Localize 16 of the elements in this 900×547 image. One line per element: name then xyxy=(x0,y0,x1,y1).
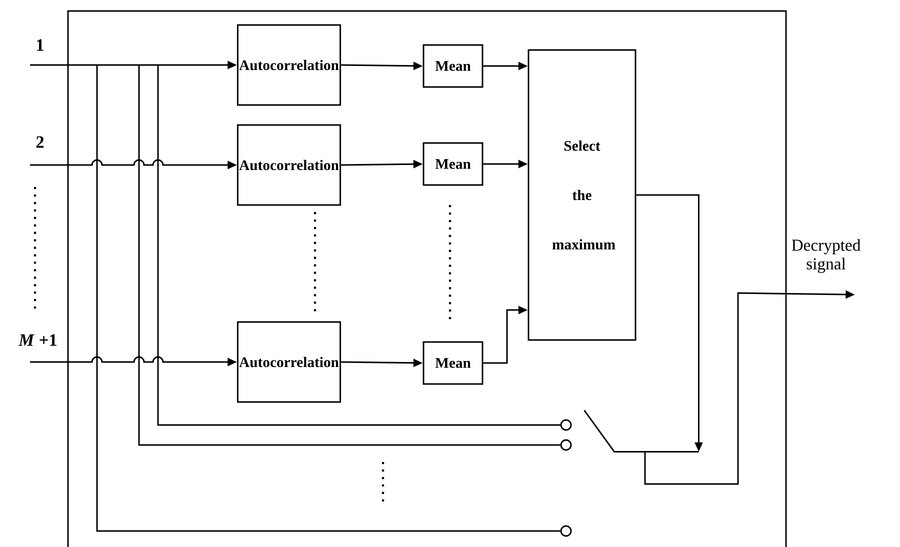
input-number: 2 xyxy=(36,136,44,148)
contact-circle xyxy=(560,525,572,537)
process-box: Autocorrelation xyxy=(236,24,342,106)
contact-circle xyxy=(560,439,572,451)
contact-circle xyxy=(560,419,572,431)
process-box: Mean xyxy=(422,142,484,186)
connector-line xyxy=(96,65,560,532)
selector-box: Select the maximum xyxy=(528,49,636,341)
switch-symbol xyxy=(584,410,699,452)
output-label: Decrypted signal xyxy=(792,239,861,273)
process-box: Autocorrelation xyxy=(236,124,342,206)
process-box: Mean xyxy=(422,341,484,385)
input-number: M +1 xyxy=(18,334,56,346)
input-number: 1 xyxy=(37,39,44,51)
process-box: Mean xyxy=(422,44,484,88)
process-box: Autocorrelation xyxy=(236,321,342,403)
